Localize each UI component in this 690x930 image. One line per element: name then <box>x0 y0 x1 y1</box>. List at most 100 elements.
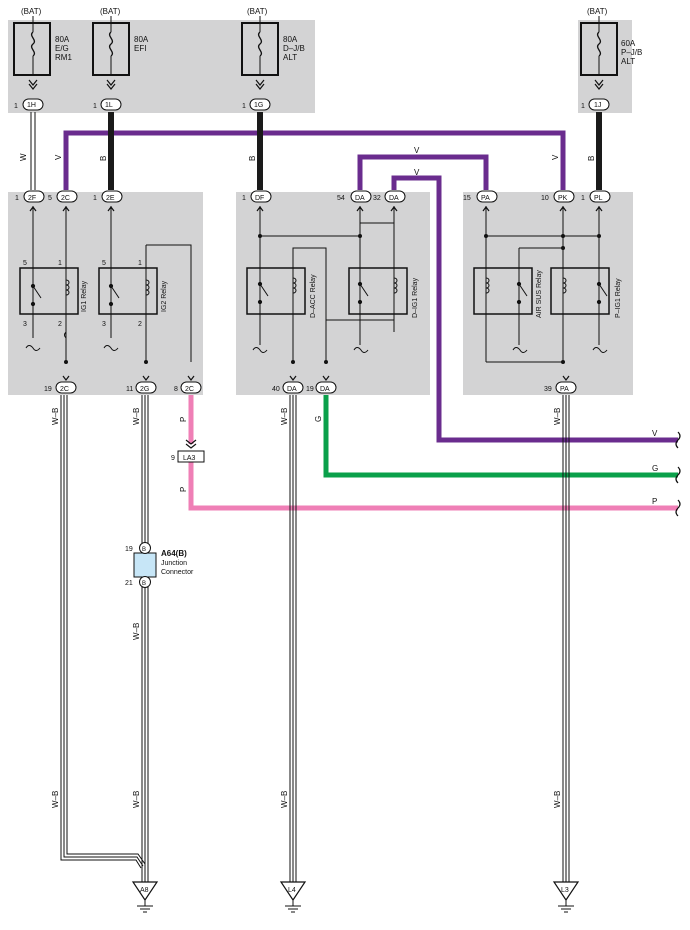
svg-text:W–B: W–B <box>280 791 289 808</box>
svg-text:W–B: W–B <box>553 408 562 425</box>
fuse-source-label: (BAT) <box>21 7 42 16</box>
svg-text:1: 1 <box>581 195 585 202</box>
top-connectors: 1 2F 5 2C 1 2E 1 DF 54 DA 32 DA 15 PA 10… <box>15 190 611 212</box>
svg-text:80A: 80A <box>55 35 70 44</box>
inline-connector-la3: 9 LA3 <box>171 439 205 463</box>
fuse-panel-right <box>578 20 632 113</box>
fuse-connector-1j: 1 1J <box>581 98 610 111</box>
svg-text:B: B <box>142 547 146 553</box>
svg-text:1G: 1G <box>254 102 263 109</box>
svg-text:DA: DA <box>320 386 330 393</box>
wire-continuation-marks <box>675 431 681 517</box>
ground-a8: A8 <box>131 881 159 913</box>
svg-text:1: 1 <box>581 103 585 110</box>
ground-l3: L3 <box>552 881 580 913</box>
svg-text:54: 54 <box>337 195 345 202</box>
wire-v-da-out <box>391 175 678 443</box>
svg-text:19: 19 <box>306 386 314 393</box>
svg-text:(BAT): (BAT) <box>247 7 268 16</box>
wire-wb-a8-inner <box>141 395 149 882</box>
svg-text:PL: PL <box>594 195 603 202</box>
svg-text:PA: PA <box>560 386 569 393</box>
svg-text:5: 5 <box>48 195 52 202</box>
fuse-connector-1l: 1 1L <box>93 98 122 111</box>
svg-text:(BAT): (BAT) <box>100 7 121 16</box>
bottom-connectors: 19 2C 11 2G 8 2C 40 DA 19 DA 39 PA <box>44 375 577 394</box>
svg-text:B: B <box>99 156 108 161</box>
svg-text:P: P <box>179 487 188 492</box>
wire-g <box>323 395 678 478</box>
junction-id: A64(B) <box>161 549 187 558</box>
svg-text:Junction: Junction <box>161 560 187 567</box>
svg-text:32: 32 <box>373 195 381 202</box>
svg-text:W–B: W–B <box>51 408 60 425</box>
svg-text:8: 8 <box>174 386 178 393</box>
svg-text:A8: A8 <box>140 887 149 894</box>
svg-text:V: V <box>414 168 420 177</box>
relay-air-sus <box>473 206 599 363</box>
fuse-d-j-b-alt: (BAT) 80A D–J/B ALT <box>241 7 305 76</box>
svg-text:2: 2 <box>138 321 142 328</box>
fuse-e-g-rm1: (BAT) 80A E/G RM1 <box>13 7 72 76</box>
wire-labels: W V B B V V V B V G P P P G W–B W–B W–B … <box>19 146 658 808</box>
svg-text:10: 10 <box>541 195 549 202</box>
svg-text:P–J/B: P–J/B <box>621 48 642 57</box>
fuse-icon <box>257 31 263 57</box>
svg-text:RM1: RM1 <box>55 53 72 62</box>
svg-text:W–B: W–B <box>132 791 141 808</box>
svg-text:ALT: ALT <box>621 57 635 66</box>
svg-text:V: V <box>652 429 658 438</box>
svg-text:2C: 2C <box>185 386 194 393</box>
svg-text:D–J/B: D–J/B <box>283 44 305 53</box>
fuse-p-j-b-alt: (BAT) 60A P–J/B ALT <box>580 7 642 76</box>
relay-label-d-ig1: D–IG1 Relay <box>412 277 419 318</box>
svg-text:1: 1 <box>58 260 62 267</box>
svg-text:1L: 1L <box>105 102 113 109</box>
svg-text:V: V <box>551 154 560 160</box>
svg-text:DA: DA <box>355 195 365 202</box>
svg-text:40: 40 <box>272 386 280 393</box>
svg-text:80A: 80A <box>283 35 298 44</box>
relay-label-d-acc: D–ACC Relay <box>310 274 317 318</box>
svg-text:1: 1 <box>93 195 97 202</box>
svg-text:W: W <box>19 153 28 161</box>
relay-d-ig1 <box>326 223 408 353</box>
relay-ig1 <box>19 206 79 362</box>
svg-text:1: 1 <box>242 195 246 202</box>
fuse-arrows <box>28 79 604 90</box>
wire-w <box>30 112 36 190</box>
fuse-panel-main <box>8 20 315 113</box>
svg-text:2E: 2E <box>106 195 115 202</box>
svg-text:DA: DA <box>389 195 399 202</box>
relay-panel-ig <box>8 192 203 395</box>
svg-text:G: G <box>314 416 323 422</box>
svg-text:2F: 2F <box>28 195 36 202</box>
svg-text:DF: DF <box>255 195 264 202</box>
svg-text:3: 3 <box>23 321 27 328</box>
wire-p-lower <box>188 462 678 511</box>
svg-text:P: P <box>179 417 188 422</box>
svg-text:2C: 2C <box>60 386 69 393</box>
svg-text:15: 15 <box>463 195 471 202</box>
svg-text:W–B: W–B <box>280 408 289 425</box>
svg-text:60A: 60A <box>621 39 636 48</box>
fuse-icon <box>108 31 114 57</box>
fuse-connector-1h: 1 1H <box>14 98 44 111</box>
svg-text:(BAT): (BAT) <box>587 7 608 16</box>
svg-text:B: B <box>587 156 596 161</box>
svg-text:1: 1 <box>138 260 142 267</box>
svg-text:W–B: W–B <box>553 791 562 808</box>
svg-text:G: G <box>652 464 658 473</box>
svg-text:B: B <box>248 156 257 161</box>
svg-text:3: 3 <box>102 321 106 328</box>
relay-label-p-ig1: P–IG1 Relay <box>615 278 622 318</box>
svg-text:EFI: EFI <box>134 44 146 53</box>
svg-text:1: 1 <box>14 103 18 110</box>
wire-v-bus <box>63 130 566 190</box>
svg-text:1: 1 <box>93 103 97 110</box>
relay-pin-numbers: 5 1 3 2 5 1 3 2 <box>23 260 142 328</box>
svg-text:1J: 1J <box>594 102 601 109</box>
svg-text:1H: 1H <box>27 102 36 109</box>
svg-text:11: 11 <box>126 386 133 393</box>
svg-text:80A: 80A <box>134 35 149 44</box>
